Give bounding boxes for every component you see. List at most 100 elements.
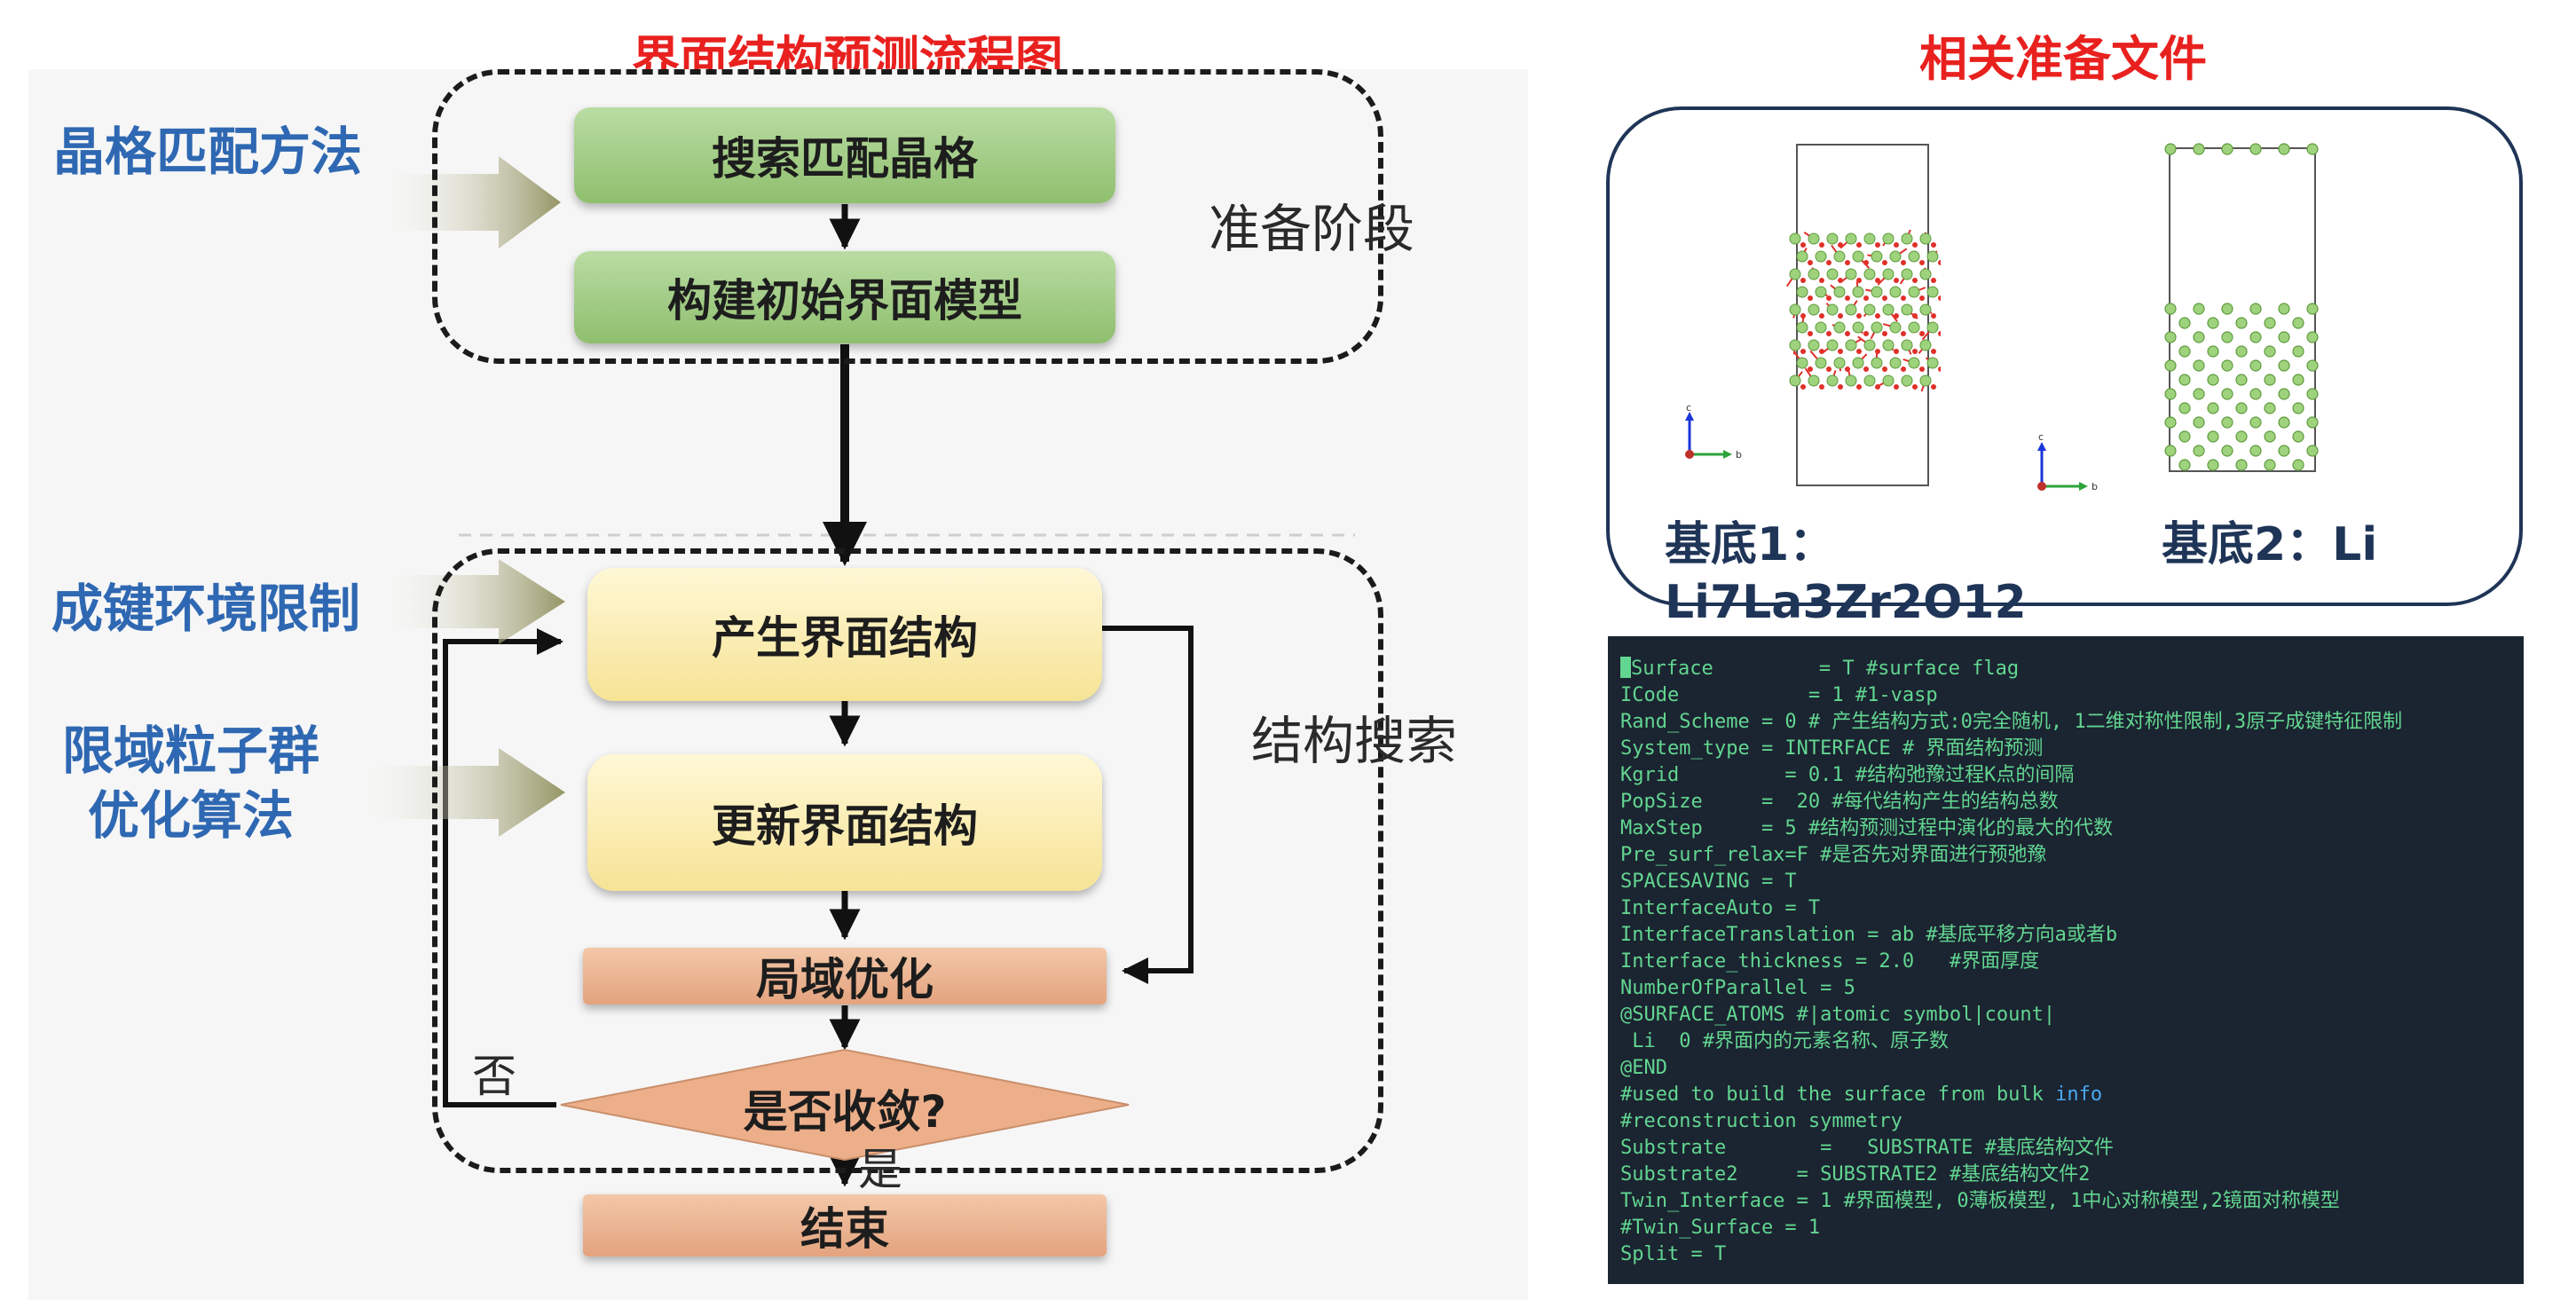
atom-li-mark [2292,402,2304,414]
arrow-no-loop [443,628,563,1107]
atom-li-mark [1901,339,1913,351]
code-line: Split = T [1620,1241,2402,1268]
atom-li-mark [1808,303,1820,316]
atom-o-mark [1938,295,1941,301]
atom-o-mark [1856,349,1862,354]
atom-li-mark [1826,374,1839,387]
code-line-text: #used to build the surface from bulk [1620,1083,2056,1106]
method-pso: 限域粒子群 优化算法 [62,719,319,847]
atom-li-mark [2164,303,2177,315]
atom-o-mark [1819,313,1824,319]
atom-li-mark [1789,339,1801,351]
atom-li-mark [2292,374,2304,386]
code-line-text: @SURFACE_ATOMS #|atomic symbol|count| [1620,1004,2056,1026]
atom-li-mark [1852,321,1864,334]
code-line-text: Kgrid = 0.1 #结构弛豫过程K点的间隔 [1620,764,2075,786]
atom-o-mark [1882,260,1887,265]
atom-li-mark [2306,445,2319,457]
atom-li-mark [2178,430,2191,443]
atom-li-mark [1908,321,1920,334]
atom-o-mark [1819,278,1824,283]
code-line: NumberOfParallel = 5 [1620,975,2402,1002]
atom-li-mark [1826,268,1839,280]
atom-li-mark [2193,303,2205,315]
atom-li-mark [1852,286,1864,298]
atom-li-mark [1863,303,1876,316]
atom-o-mark [1875,278,1880,283]
atom-li-mark [1833,286,1846,298]
code-line-text: ICode = 1 #1-vasp [1620,684,1938,706]
code-line-text: PopSize = 20 #每代结构产生的结构总数 [1620,791,2059,813]
atom-o-mark [1931,313,1936,319]
atom-li-mark [1908,286,1920,298]
atom-li-mark [2264,459,2276,471]
atom-li-mark [1852,357,1864,369]
substrate1-structure [1785,230,1941,392]
atom-li-mark [2249,331,2262,343]
method-arrow-lattice [370,156,561,248]
code-line-text: NumberOfParallel = 5 [1620,977,1855,999]
atom-li-mark [2264,317,2276,329]
atom-li-mark [1882,268,1895,280]
atom-o-mark [1819,384,1824,390]
method-pso-line2: 优化算法 [88,784,295,846]
atom-o-mark [1938,366,1941,372]
atom-li-mark [2278,331,2290,343]
atom-o-mark [1826,366,1832,372]
box-search-lattice: 搜索匹配晶格 [574,107,1115,203]
atom-li-mark [2264,430,2276,443]
atom-li-mark [1845,339,1857,351]
atom-li-mark [2264,345,2276,358]
atom-li-mark [1889,286,1902,298]
atom-o-mark [1826,260,1832,265]
atom-li-mark [2235,374,2248,386]
atom-li-mark [1833,321,1846,334]
method-pso-line1: 限域粒子群 [62,721,320,781]
atom-li-mark [1845,303,1857,316]
atom-li-mark [2221,331,2233,343]
atom-o-mark [1919,331,1925,336]
method-bond-env: 成键环境限制 [51,579,361,639]
atom-li-mark [2207,317,2219,329]
atom-li-mark [2278,416,2290,429]
atom-o-mark [1931,384,1936,390]
atom-li-mark [2249,416,2262,429]
atom-o-mark [1931,278,1936,283]
atom-li-mark [1796,250,1808,263]
code-line: SPACESAVING = T [1620,869,2402,895]
code-line: Substrate2 = SUBSTRATE2 #基底结构文件2 [1620,1162,2402,1188]
code-line: MaxStep = 5 #结构预测过程中演化的最大的代数 [1620,815,2402,842]
atom-li-mark [1926,321,1939,334]
search-stage-box [432,548,1383,1173]
code-line-text: Li 0 #界面内的元素名称、原子数 [1620,1030,1949,1052]
atom-o-mark [1912,384,1918,390]
code-line: System_type = INTERFACE # 界面结构预测 [1620,736,2402,762]
atom-li-mark [2207,402,2219,414]
atom-o-mark [1845,260,1850,265]
code-line-text: Substrate2 = SUBSTRATE2 #基底结构文件2 [1620,1163,2091,1186]
code-line-text: Rand_Scheme = 0 # 产生结构方式:0完全随机, 1二维对称性限制… [1620,711,2403,733]
code-line: @END [1620,1055,2402,1082]
code-line: InterfaceAuto = T [1620,895,2402,922]
box-generate: 产生界面结构 [587,568,1102,701]
atom-li-mark [2249,359,2262,372]
atom-li-mark [1796,357,1808,369]
atom-li-mark [1889,357,1902,369]
atom-li-mark [1789,303,1801,316]
atom-o-mark [1863,260,1869,265]
atom-o-mark [1894,242,1899,248]
atom-li-mark [1901,374,1913,387]
atom-li-mark [1845,232,1857,245]
code-line-text: Interface_thickness = 2.0 #界面厚度 [1620,950,2040,973]
code-line-text: Surface = T #surface flag [1631,658,2020,680]
atom-o-mark [1882,295,1887,301]
box-end: 结束 [583,1194,1107,1257]
code-line-text: Pre_surf_relax=F #是否先对界面进行预弛豫 [1620,844,2047,866]
atom-li-mark [2164,416,2177,429]
atom-li-mark [1926,250,1939,263]
atom-li-mark [2306,416,2319,429]
atom-li-mark [2164,359,2177,372]
atom-o-mark [1901,331,1906,336]
